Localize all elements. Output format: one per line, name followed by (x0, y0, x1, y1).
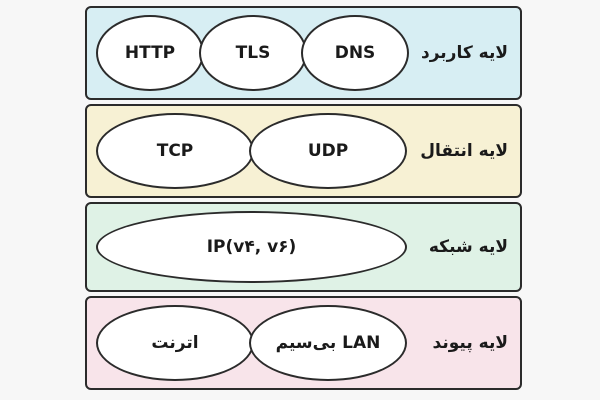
protocol-http: HTTP (96, 15, 204, 91)
link-layer-box: اترنت LAN بی‌سیم لایه پیوند (85, 296, 522, 390)
protocol-udp: UDP (249, 113, 407, 189)
network-layer-box: IP(v۴, v۶) لایه شبکه (85, 202, 522, 292)
network-layer-title: لایه شبکه (428, 237, 508, 257)
application-layer-title: لایه کاربرد (420, 43, 508, 63)
protocol-tls: TLS (199, 15, 307, 91)
protocol-dns: DNS (301, 15, 409, 91)
transport-layer-box: TCP UDP لایه انتقال (85, 104, 522, 198)
protocol-wireless-lan: LAN بی‌سیم (249, 305, 407, 381)
protocol-ethernet: اترنت (96, 305, 254, 381)
transport-layer-title: لایه انتقال (420, 141, 508, 161)
link-layer-title: لایه پیوند (432, 333, 508, 353)
protocol-tcp: TCP (96, 113, 254, 189)
protocol-ip: IP(v۴, v۶) (96, 211, 407, 283)
application-layer-box: HTTP TLS DNS لایه کاربرد (85, 6, 522, 100)
